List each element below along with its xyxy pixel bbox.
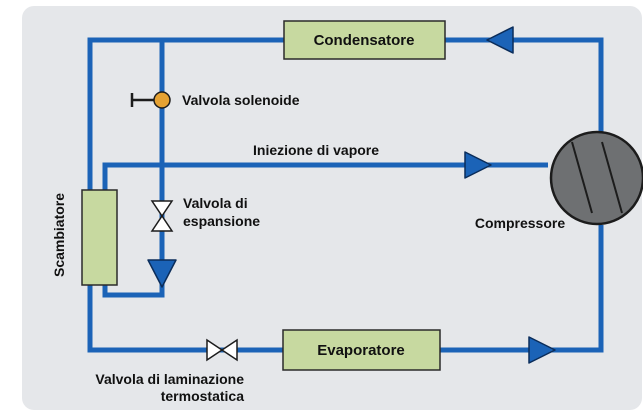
arrow-vapor-injection (464, 151, 492, 179)
expansion-valve-label-line1: Valvola di (183, 195, 248, 211)
pipe-expansion-branch (102, 40, 165, 298)
pipe-vapor-injection (102, 162, 548, 190)
evaporator-label: Evaporatore (317, 342, 405, 359)
compressor-label: Compressore (475, 215, 565, 231)
exchanger-box (81, 189, 118, 286)
flow-arrows (147, 26, 556, 364)
exchanger-label: Scambiatore (51, 193, 67, 277)
arrow-to-compressor (528, 336, 556, 364)
solenoid-valve-label: Valvola solenoide (182, 92, 300, 108)
arrow-expansion-down (147, 259, 177, 288)
expansion-valve-icon (150, 200, 174, 232)
arrow-to-condenser (486, 26, 514, 54)
compressor-symbol (549, 130, 643, 226)
thermostatic-valve-icon (206, 338, 238, 362)
thermostatic-valve-label-line1: Valvola di laminazione (95, 371, 244, 387)
condenser-box: Condensatore (283, 20, 446, 60)
background-panel (22, 6, 642, 410)
thermostatic-valve-label-line2: termostatica (161, 388, 244, 404)
vapor-injection-label: Iniezione di vapore (253, 142, 379, 158)
expansion-valve-label-line2: espansione (183, 213, 260, 229)
evaporator-box: Evaporatore (282, 329, 441, 371)
condenser-label: Condensatore (314, 32, 415, 49)
solenoid-valve-icon (130, 91, 171, 109)
